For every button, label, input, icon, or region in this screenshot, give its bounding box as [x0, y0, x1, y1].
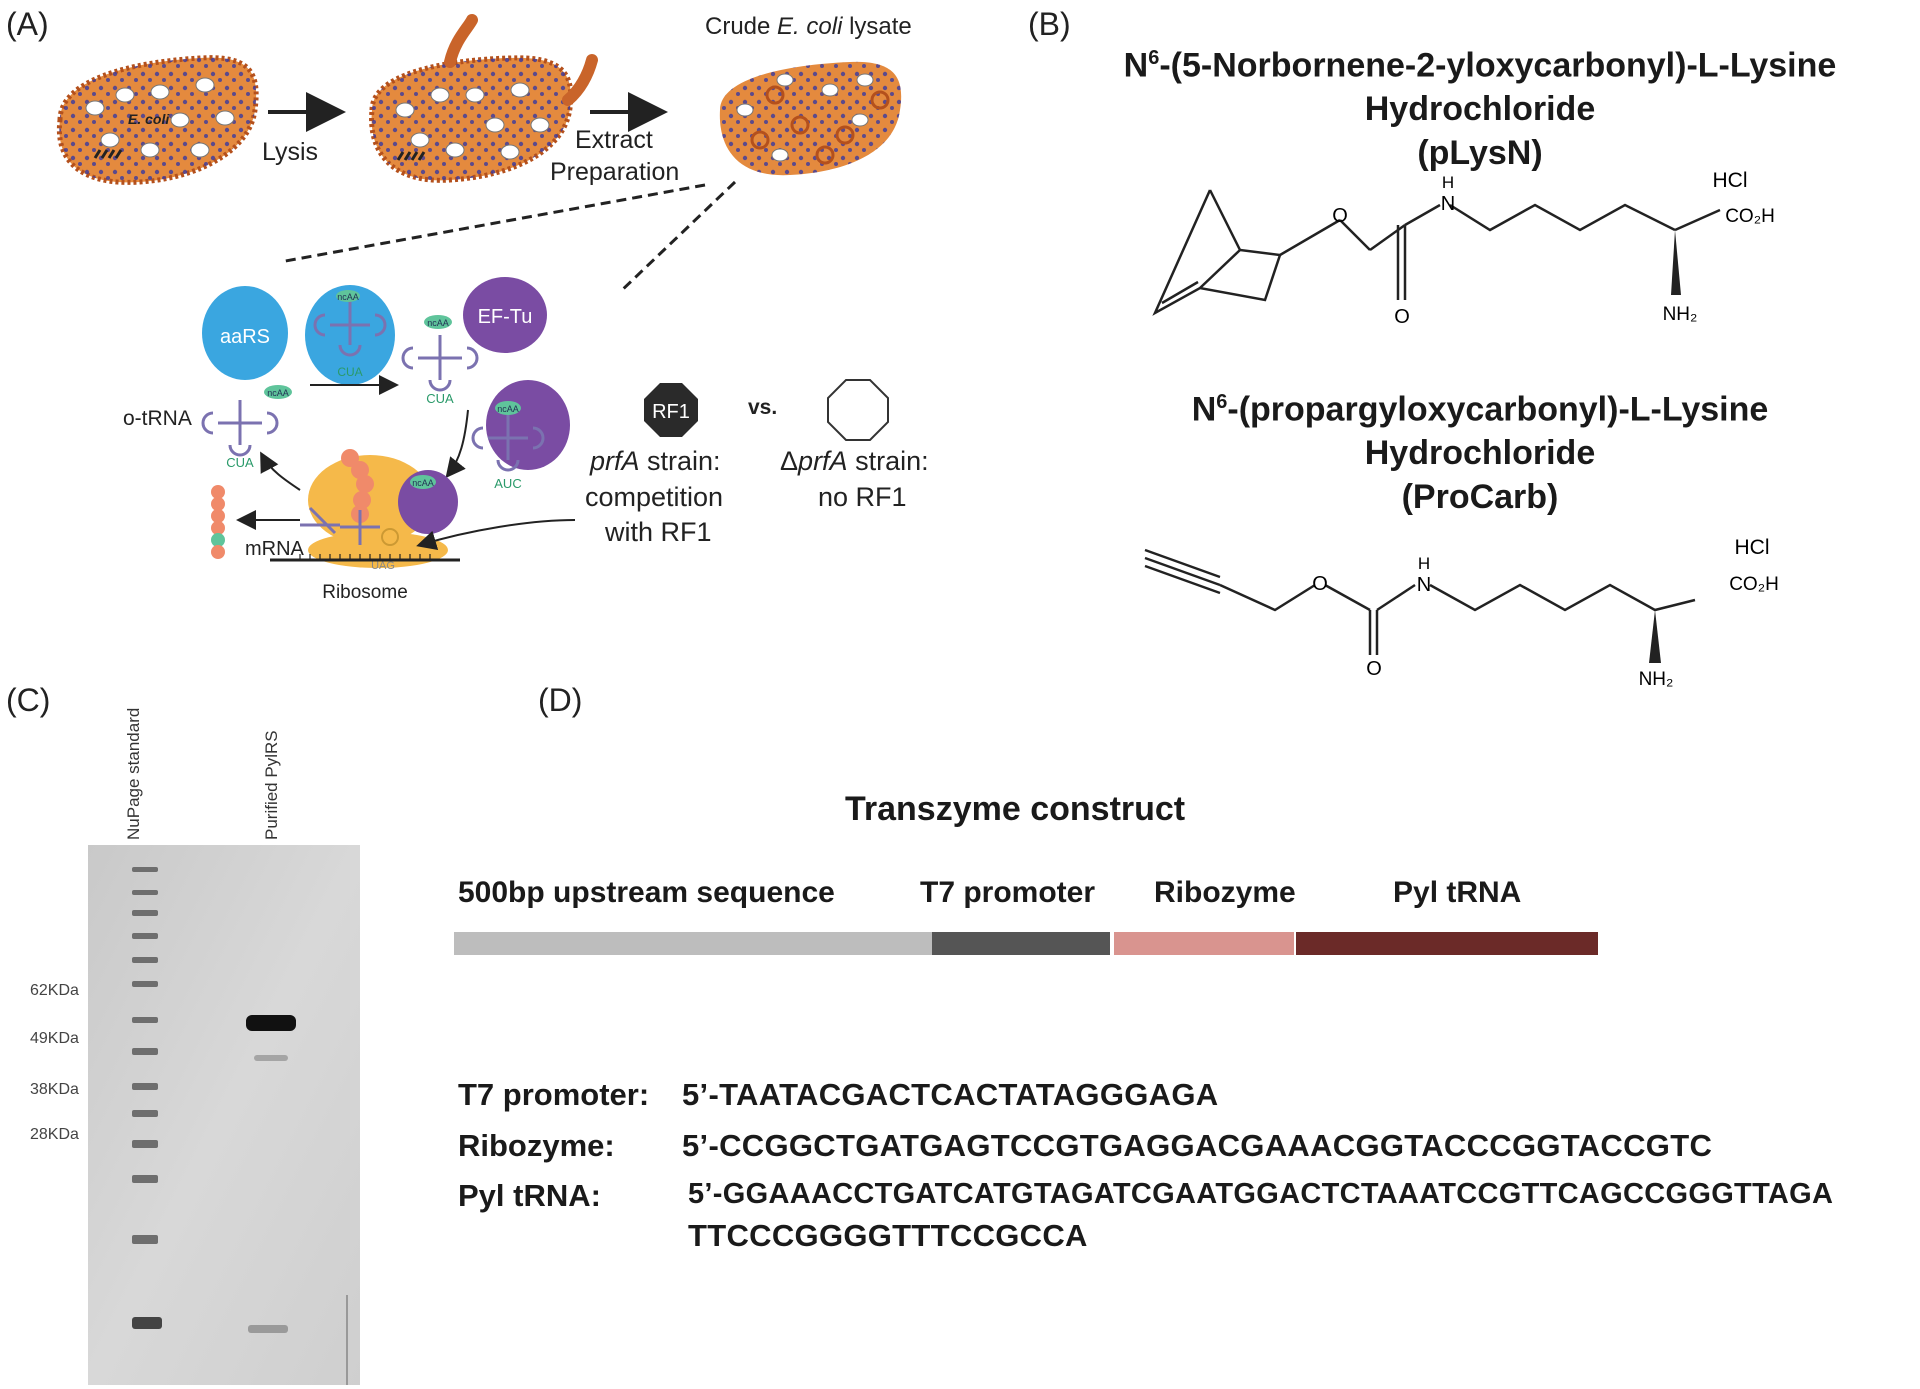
panel-b-letter: (B) — [1028, 6, 1071, 42]
svg-text:O: O — [1312, 573, 1328, 595]
segment-label-pyltrna: Pyl tRNA — [1393, 876, 1522, 909]
compound1-structure: O O N H CO₂H NH₂ HCl — [1152, 170, 1775, 328]
svg-text:CO₂H: CO₂H — [1729, 574, 1779, 595]
aars-label: aaRS — [220, 326, 270, 348]
panel-a-letter: (A) — [6, 6, 49, 42]
construct-title: Transzyme construct — [845, 790, 1186, 828]
marker-38: 38KDa — [30, 1081, 79, 1098]
seq-pyltrna-cont: TTCCCGGGGTTTCCGCCA — [688, 1218, 1088, 1253]
svg-text:HCl: HCl — [1735, 536, 1770, 559]
seq-ribozyme: 5’-CCGGCTGATGAGTCCGTGAGGACGAAACGGTACCCGG… — [682, 1128, 1713, 1163]
segment-label-upstream: 500bp upstream sequence — [458, 876, 835, 909]
segment-label-ribozyme: Ribozyme — [1154, 876, 1296, 909]
svg-text:CO₂H: CO₂H — [1725, 206, 1775, 227]
strain2-line2: no RF1 — [818, 482, 907, 512]
marker-49: 49KDa — [30, 1030, 79, 1047]
pylrs-band — [246, 1015, 296, 1031]
lane2-label: Purified PylRS — [262, 730, 281, 840]
marker-28: 28KDa — [30, 1126, 79, 1143]
segment-bar-upstream — [454, 932, 932, 955]
eftu-protein — [463, 277, 547, 353]
seq-label-ribozyme: Ribozyme: — [458, 1128, 615, 1163]
svg-text:O: O — [1366, 658, 1382, 680]
panel-d-letter: (D) — [538, 682, 583, 718]
segment-bar-ribozyme — [1114, 932, 1294, 955]
svg-text:N: N — [1417, 574, 1431, 596]
strain1-line1: prfA strain: — [589, 446, 721, 476]
lane1-label: NuPage standard — [124, 707, 143, 840]
seq-t7: 5’-TAATACGACTCACTATAGGGAGA — [682, 1077, 1219, 1112]
svg-text:ncAA: ncAA — [427, 318, 449, 328]
svg-text:NH₂: NH₂ — [1663, 304, 1698, 325]
segment-bar-t7 — [932, 932, 1110, 955]
intact-cell — [56, 55, 259, 185]
trna-icon — [313, 300, 387, 357]
panel-c-letter: (C) — [6, 682, 51, 718]
svg-text:UAG: UAG — [371, 560, 395, 572]
aars-enzyme — [202, 286, 288, 380]
ribosome-label: Ribosome — [322, 582, 408, 603]
segment-label-t7: T7 promoter — [920, 876, 1096, 909]
seq-pyltrna: 5’-GGAAACCTGATCATGTAGATCGAATGGACTCTAAATC… — [688, 1178, 1834, 1210]
lysate-title: Crude E. coli lysate — [705, 13, 912, 40]
polypeptide — [211, 485, 225, 559]
compound2-structure: O O N H CO₂H NH₂ HCl — [1144, 536, 1779, 690]
eftu-label: EF-Tu — [478, 306, 533, 328]
seq-label-pyltrna: Pyl tRNA: — [458, 1178, 601, 1213]
svg-text:O: O — [1332, 205, 1348, 227]
compound1-title: N6-(5-Norbornene-2-yloxycarbonyl)-L-Lysi… — [1123, 46, 1837, 173]
svg-text:ncAA: ncAA — [412, 478, 434, 488]
extract-label-2: Preparation — [550, 158, 679, 186]
svg-text:N: N — [1441, 193, 1455, 215]
strain2-line1: ΔprfA strain: — [780, 446, 929, 476]
svg-text:AUC: AUC — [494, 476, 521, 491]
lysing-cell — [369, 14, 598, 183]
svg-text:ncAA: ncAA — [267, 388, 289, 398]
lysate-blob — [719, 61, 902, 176]
svg-text:NH₂: NH₂ — [1639, 669, 1674, 690]
gel-image — [88, 845, 360, 1385]
svg-text:CUA: CUA — [337, 365, 362, 379]
no-rf1-icon — [827, 379, 889, 441]
rf1-icon — [644, 383, 698, 437]
compound2-title: N6-(propargyloxycarbonyl)-L-Lysine Hydro… — [1191, 390, 1769, 517]
svg-text:ncAA: ncAA — [497, 404, 519, 414]
rf1-label: RF1 — [652, 401, 690, 423]
cell-label: E. coli — [128, 111, 170, 127]
marker-62: 62KDa — [30, 982, 79, 999]
svg-text:ncAA: ncAA — [337, 292, 359, 302]
svg-text:H: H — [1442, 173, 1454, 192]
svg-text:CUA: CUA — [426, 391, 454, 406]
seq-label-t7: T7 promoter: — [458, 1077, 650, 1112]
svg-text:H: H — [1418, 554, 1430, 573]
strain1-line3: with RF1 — [604, 517, 712, 547]
mrna-label: mRNA — [245, 538, 305, 560]
extract-label-1: Extract — [575, 126, 653, 154]
svg-text:O: O — [1394, 306, 1410, 328]
lysis-label: Lysis — [262, 138, 318, 166]
otrna-label: o-tRNA — [123, 407, 192, 430]
strain1-line2: competition — [585, 482, 723, 512]
svg-text:HCl: HCl — [1713, 170, 1748, 192]
panel-a-diagram: E. coli Lysis Extract Preparation Crude … — [56, 13, 929, 603]
vs-label: vs. — [748, 396, 777, 419]
segment-bar-pyltrna — [1296, 932, 1598, 955]
svg-text:CUA: CUA — [226, 455, 254, 470]
